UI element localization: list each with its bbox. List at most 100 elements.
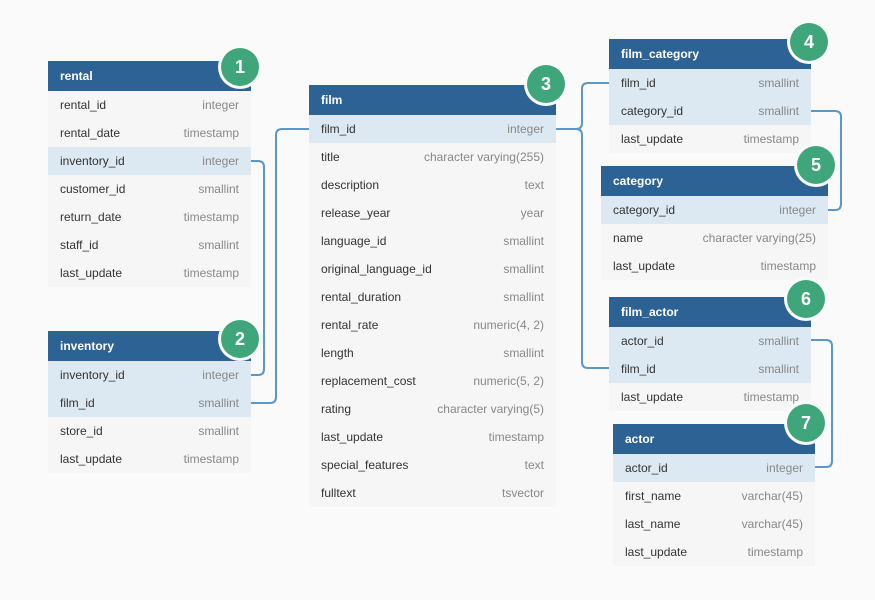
table-row: language_id smallint [309, 227, 556, 255]
column-type: tsvector [501, 486, 544, 500]
category-number-badge: 5 [797, 146, 835, 184]
column-type: integer [202, 368, 239, 382]
column-type: timestamp [183, 266, 239, 280]
column-type: smallint [198, 396, 239, 410]
column-type: timestamp [760, 259, 816, 273]
actor-number-badge: 7 [787, 404, 825, 442]
column-name: actor_id [625, 461, 668, 475]
column-name: release_year [321, 206, 391, 220]
table-row: name character varying(25) [601, 224, 828, 252]
column-name: rental_duration [321, 290, 402, 304]
column-name: first_name [625, 489, 682, 503]
table-row: film_id integer [309, 115, 556, 143]
connector-film-film-actor [556, 128, 609, 369]
column-name: last_update [321, 430, 384, 444]
table-row: rental_duration smallint [309, 283, 556, 311]
column-name: special_features [321, 458, 409, 472]
column-type: timestamp [183, 452, 239, 466]
connector-film-category-category [811, 110, 842, 211]
table-title: film [309, 85, 556, 115]
column-name: last_update [625, 545, 688, 559]
table-title: film_category [609, 39, 811, 69]
column-name: last_update [621, 390, 684, 404]
column-type: integer [202, 154, 239, 168]
column-name: customer_id [60, 182, 126, 196]
table-row: rating character varying(5) [309, 395, 556, 423]
column-type: timestamp [747, 545, 803, 559]
film-actor-number-badge: 6 [787, 280, 825, 318]
column-type: character varying(255) [423, 150, 544, 164]
column-type: smallint [503, 290, 544, 304]
column-type: character varying(25) [702, 231, 816, 245]
column-type: smallint [503, 234, 544, 248]
table-title: rental [48, 61, 251, 91]
column-type: timestamp [183, 210, 239, 224]
column-type: smallint [198, 424, 239, 438]
column-name: fulltext [321, 486, 356, 500]
table-title: category [601, 166, 828, 196]
column-name: length [321, 346, 354, 360]
table-row: last_update timestamp [613, 538, 815, 566]
column-name: inventory_id [60, 154, 125, 168]
table-row: return_date timestamp [48, 203, 251, 231]
connector-film-actor-actor [811, 339, 833, 468]
column-type: timestamp [488, 430, 544, 444]
film-table: film film_id integer title character varyi… [309, 85, 556, 507]
column-type: smallint [198, 238, 239, 252]
column-name: rental_id [60, 98, 107, 112]
table-row: actor_id integer [613, 454, 815, 482]
column-name: rental_rate [321, 318, 379, 332]
column-type: smallint [503, 346, 544, 360]
column-name: name [613, 231, 644, 245]
column-name: description [321, 178, 380, 192]
inventory-number-badge: 2 [221, 320, 259, 358]
column-name: language_id [321, 234, 387, 248]
table-row: fulltext tsvector [309, 479, 556, 507]
connector-inventory-film [251, 128, 309, 404]
column-type: integer [766, 461, 803, 475]
column-type: integer [507, 122, 544, 136]
column-type: smallint [758, 104, 799, 118]
column-name: rating [321, 402, 352, 416]
column-name: return_date [60, 210, 122, 224]
table-row: last_update timestamp [609, 383, 811, 411]
column-name: inventory_id [60, 368, 125, 382]
column-name: film_id [60, 396, 95, 410]
table-title: film_actor [609, 297, 811, 327]
column-type: smallint [758, 362, 799, 376]
column-name: film_id [321, 122, 356, 136]
column-type: character varying(5) [437, 402, 544, 416]
column-type: text [524, 458, 544, 472]
column-type: numeric(5, 2) [473, 374, 544, 388]
column-name: staff_id [60, 238, 99, 252]
table-row: title character varying(255) [309, 143, 556, 171]
column-name: rental_date [60, 126, 121, 140]
table-title: inventory [48, 331, 251, 361]
column-name: last_name [625, 517, 681, 531]
connector-rental-inventory [251, 160, 265, 376]
column-type: timestamp [743, 390, 799, 404]
column-name: title [321, 150, 340, 164]
column-name: replacement_cost [321, 374, 416, 388]
table-title: actor [613, 424, 815, 454]
column-type: timestamp [743, 132, 799, 146]
column-name: category_id [613, 203, 676, 217]
